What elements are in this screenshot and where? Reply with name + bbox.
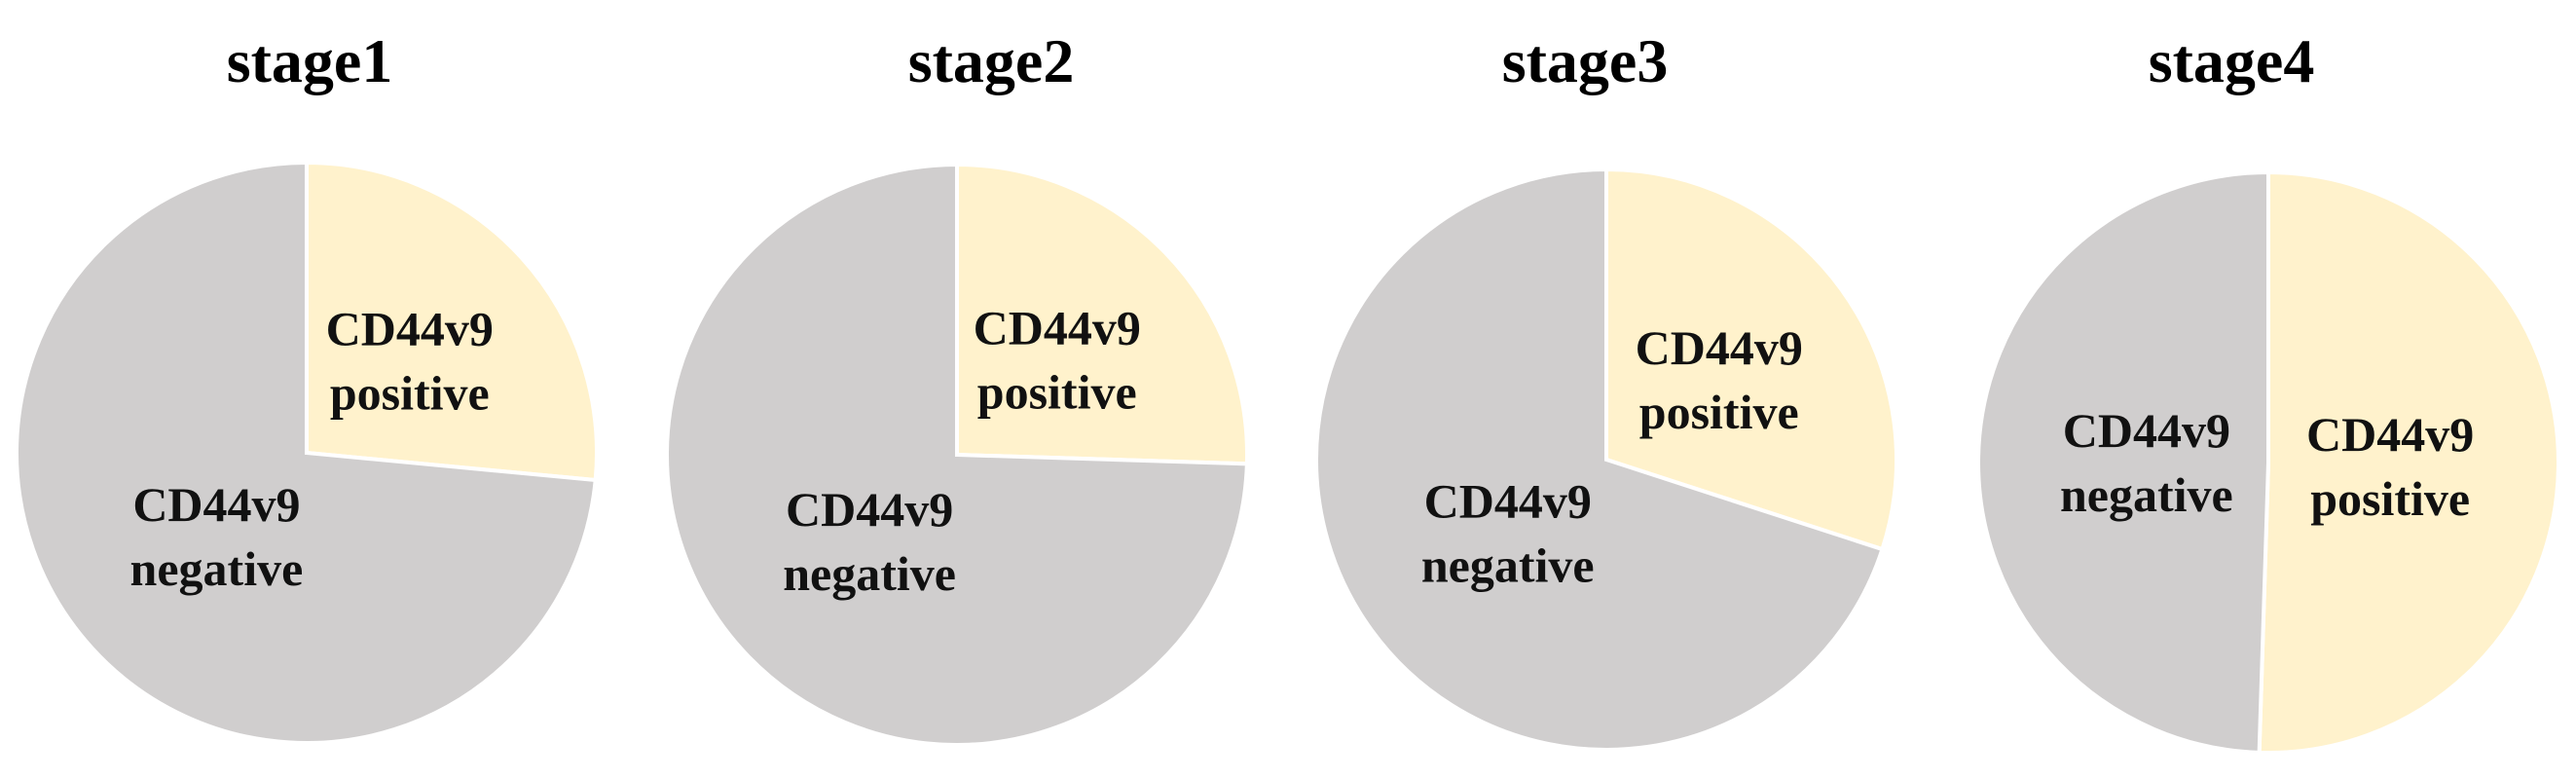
pie-slice-stage1-positive (305, 160, 599, 483)
pie-slice-stage2-positive (955, 162, 1249, 466)
pie-slice-stage3-negative (1314, 167, 1885, 752)
pie-slice-stage1-negative (15, 160, 598, 745)
pie-slice-stage4-positive (2257, 169, 2560, 755)
pie-slice-stage3-positive (1604, 167, 1898, 552)
chart-title-stage3: stage3 (1501, 26, 1669, 95)
pie-slice-stage2-negative (665, 162, 1249, 747)
chart-title-stage4: stage4 (2148, 26, 2315, 95)
pie-slice-stage4-negative (1976, 169, 2270, 755)
chart-title-stage1: stage1 (226, 26, 393, 95)
chart-title-stage2: stage2 (907, 26, 1075, 95)
